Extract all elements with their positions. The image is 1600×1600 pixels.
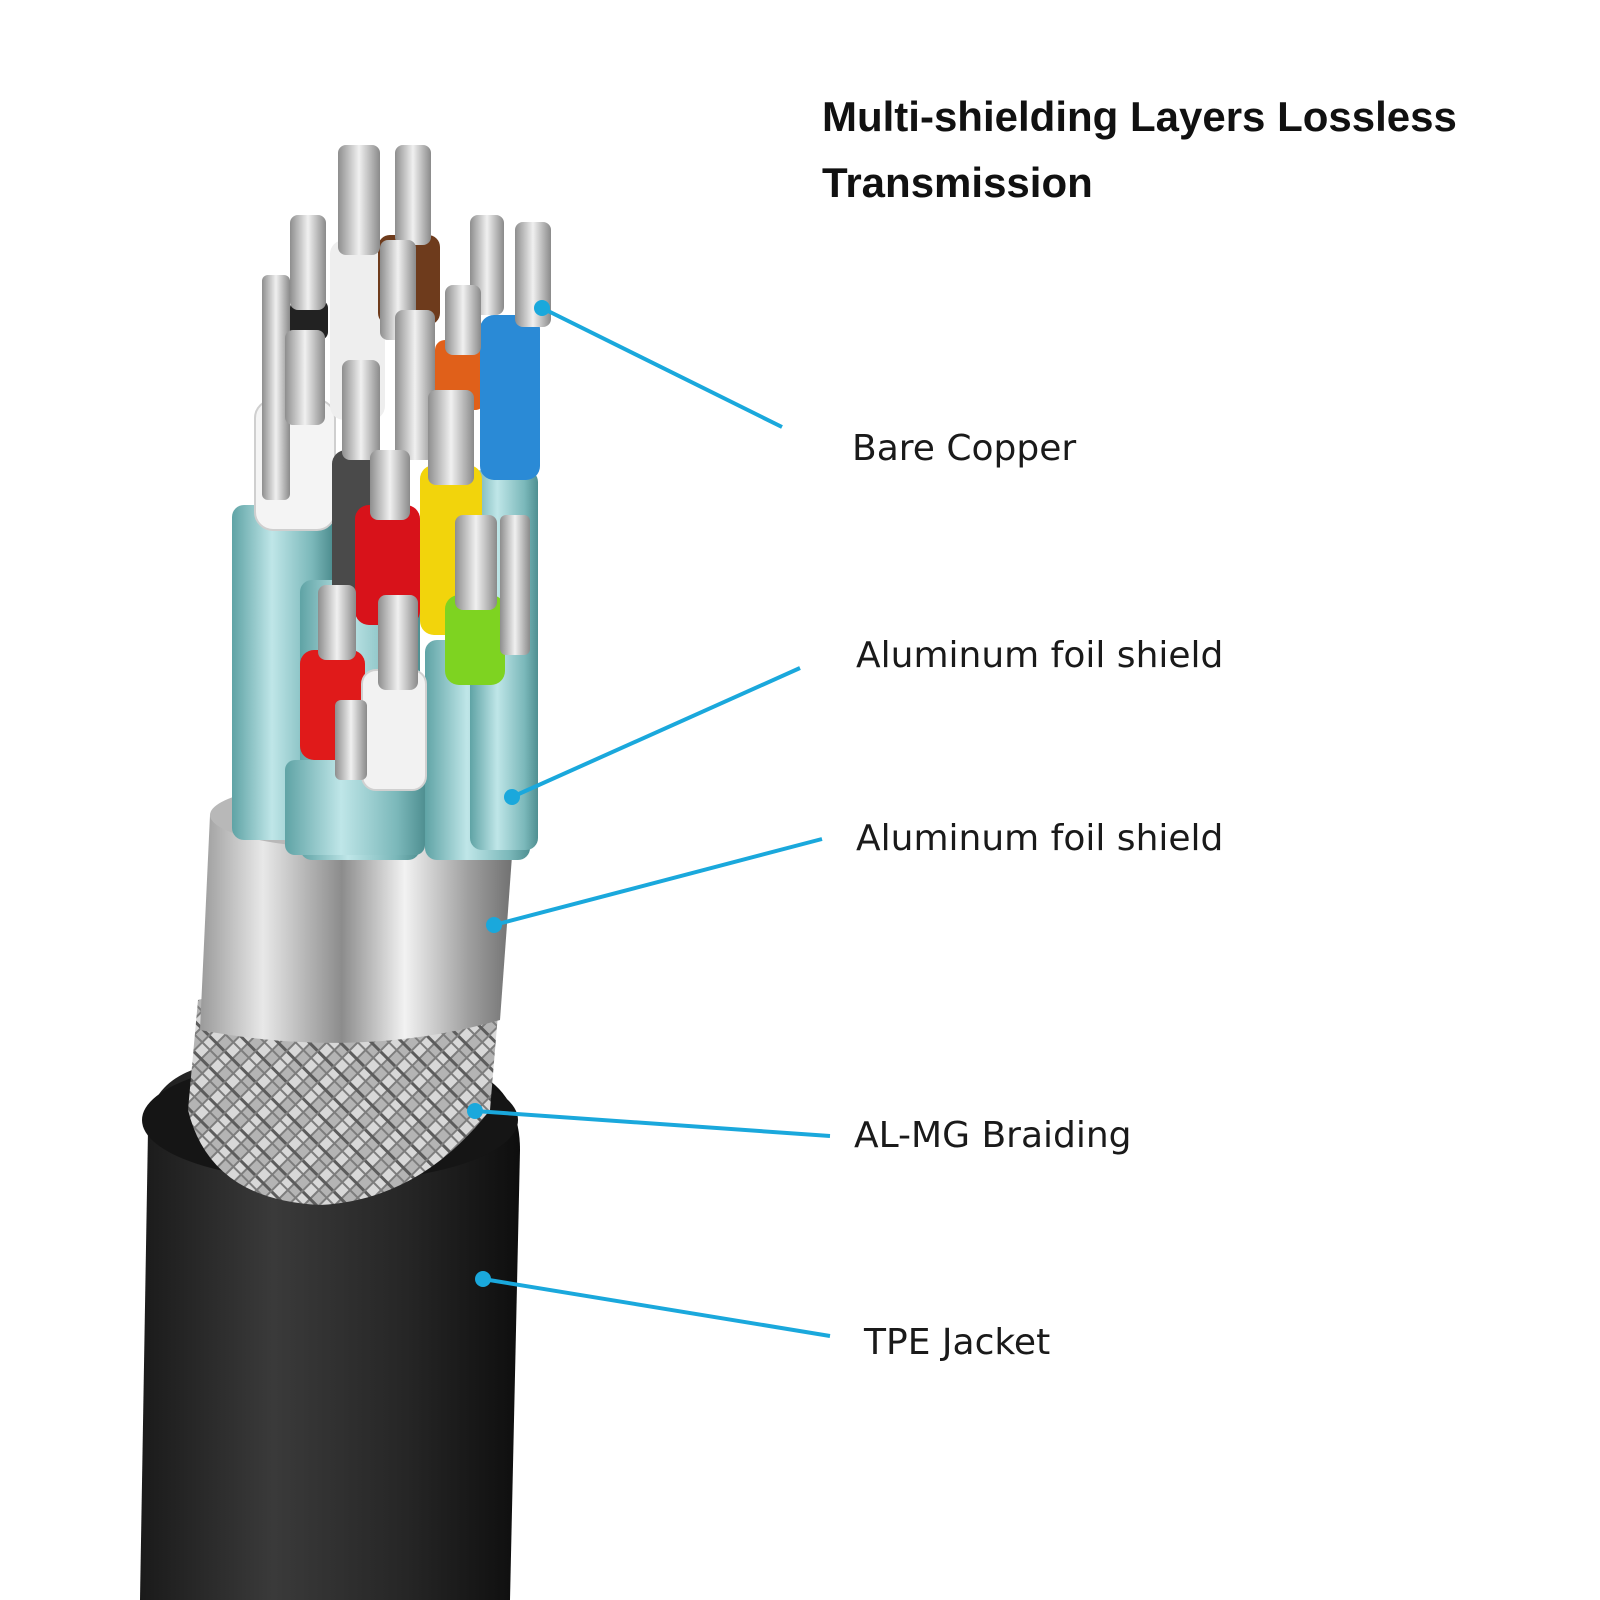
callout-leaders xyxy=(467,300,831,1338)
leader-bare-copper xyxy=(534,300,783,429)
leader-aluminum-foil-inner xyxy=(504,666,801,805)
label-aluminum-foil-outer: Aluminum foil shield xyxy=(856,818,1224,859)
leader-jacket xyxy=(475,1271,831,1338)
diagram-title: Multi-shielding Layers Lossless Transmis… xyxy=(822,93,1457,206)
leader-braiding xyxy=(467,1103,831,1138)
label-aluminum-foil-inner: Aluminum foil shield xyxy=(856,635,1224,676)
label-tpe-jacket: TPE Jacket xyxy=(864,1322,1051,1363)
label-braiding: AL-MG Braiding xyxy=(854,1115,1132,1156)
label-bare-copper: Bare Copper xyxy=(852,428,1077,469)
bare-copper-strands xyxy=(262,145,551,780)
leader-aluminum-foil-outer xyxy=(486,837,823,933)
